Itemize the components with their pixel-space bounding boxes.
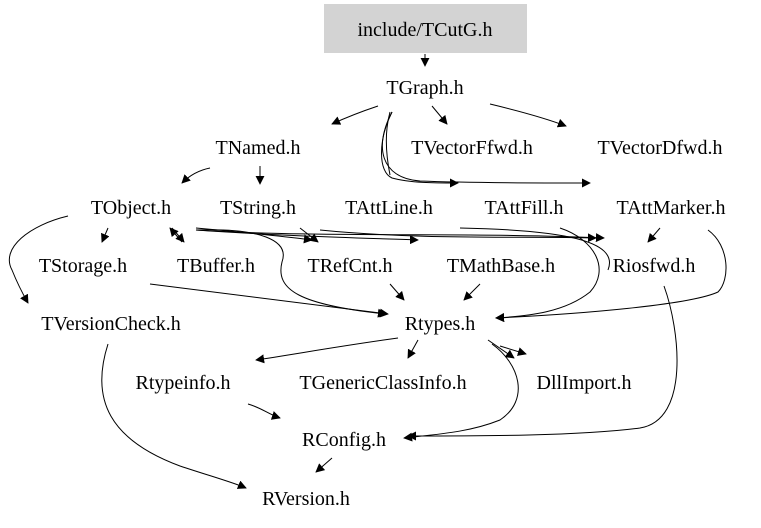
node-trefcnt[interactable]: TRefCnt.h (308, 255, 393, 277)
edge-tgraph-tvectorffwd (431, 105, 448, 125)
edge-tgraph-tattmarker (385, 111, 391, 176)
edge-rconfig-rversion (315, 457, 333, 473)
node-tvectorffwd[interactable]: TVectorFfwd.h (411, 137, 533, 159)
node-tattmarker[interactable]: TAttMarker.h (617, 197, 726, 219)
node-tmathbase[interactable]: TMathBase.h (447, 255, 555, 277)
node-tbuffer[interactable]: TBuffer.h (177, 255, 255, 277)
edge-tstring-trefcnt (299, 227, 319, 243)
edge-tgraph-tattfill (381, 111, 591, 188)
edge-tbuffer-tobject (169, 227, 183, 243)
node-rconfig[interactable]: RConfig.h (302, 429, 386, 451)
edge-riosfwd-rconfig (407, 285, 678, 441)
node-rtypes[interactable]: Rtypes.h (405, 313, 476, 335)
node-tstorage[interactable]: TStorage.h (39, 255, 127, 277)
node-dllimport[interactable]: DllImport.h (537, 372, 632, 394)
node-tnamed[interactable]: TNamed.h (216, 137, 301, 159)
node-tgraph[interactable]: TGraph.h (386, 77, 463, 99)
node-tvectordfwd[interactable]: TVectorDfwd.h (598, 137, 723, 159)
edge-tgraph-tvectordfwd (489, 103, 567, 128)
edge-tobject-rtypes (195, 229, 387, 318)
node-tobject[interactable]: TObject.h (91, 197, 171, 219)
root-node-box (324, 4, 527, 53)
edge-tstring-riosfwd (319, 229, 597, 243)
node-tattfill[interactable]: TAttFill.h (485, 197, 564, 219)
edge-tobject-tbuffer (171, 227, 185, 243)
edge-tattmarker-rtypes (495, 229, 727, 323)
edge-tstorage-rtypes (149, 283, 389, 318)
edges (8, 54, 727, 489)
node-tattline[interactable]: TAttLine.h (345, 197, 433, 219)
node-tcutg[interactable]: include/TCutG.h (358, 19, 493, 41)
edge-tmathbase-rtypes (463, 283, 481, 301)
edge-rtypes-rconfig (403, 343, 519, 442)
node-rtypeinfo[interactable]: Rtypeinfo.h (136, 372, 231, 394)
nodes: include/TCutG.h TGraph.h TNamed.h TVecto… (39, 19, 726, 510)
edge-rtypes-dllimport (487, 339, 515, 359)
edge-tattfill-rtypes (495, 227, 600, 323)
edge-rtypeinfo-rconfig (247, 403, 281, 420)
edge-rtypes-tgenericclassinfo (407, 339, 419, 359)
node-rversion[interactable]: RVersion.h (262, 488, 350, 510)
edge-tversioncheck-rversion (101, 343, 247, 489)
node-tgenericclassinfo[interactable]: TGenericClassInfo.h (299, 372, 466, 394)
node-tstring[interactable]: TString.h (220, 197, 296, 219)
edge-tobject-tstorage (101, 227, 110, 243)
edge-tnamed-tobject (181, 167, 211, 184)
node-tversioncheck[interactable]: TVersionCheck.h (41, 313, 180, 335)
node-riosfwd[interactable]: Riosfwd.h (613, 255, 696, 277)
edge-tattmarker-riosfwd (647, 227, 661, 243)
edge-rtypes-dllimport-2 (499, 345, 527, 356)
edge-tobject-tversioncheck (8, 215, 69, 304)
edge-tattline-rtypes (459, 227, 610, 271)
edge-rtypes-rtypeinfo (255, 337, 399, 364)
edge-trefcnt-rtypes (389, 283, 405, 301)
edge-tgraph-tnamed (331, 105, 379, 125)
